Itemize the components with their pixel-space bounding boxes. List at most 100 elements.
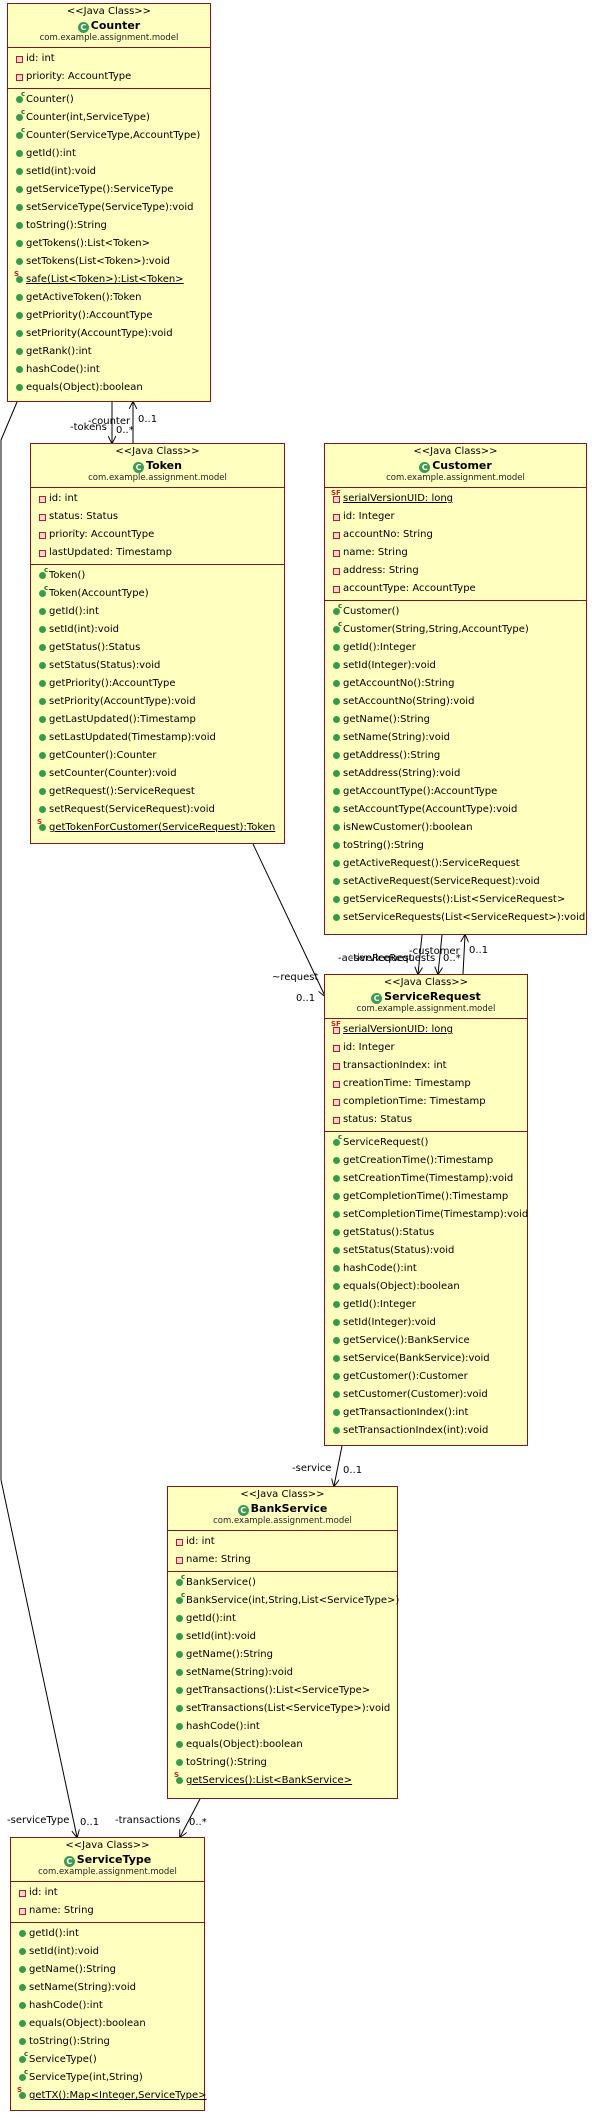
static-badge-icon: S <box>14 270 20 278</box>
method-signature: getService():BankService <box>343 1335 470 1346</box>
method-signature: setId(int):void <box>29 1946 99 1957</box>
method-row: getLastUpdated():Timestamp <box>31 711 284 729</box>
public-visibility-icon <box>19 2020 26 2027</box>
public-visibility-icon <box>333 662 340 669</box>
method-row: setActiveRequest(ServiceRequest):void <box>325 873 586 891</box>
private-visibility-icon <box>333 532 340 539</box>
method-row: getTokens():List<Token> <box>8 235 210 253</box>
public-visibility-icon <box>333 896 340 903</box>
method-signature: getTX():Map<Integer,ServiceType> <box>29 2090 207 2101</box>
counter-multiplicity-label: 0..1 <box>138 414 158 425</box>
public-visibility-icon <box>39 824 46 831</box>
transactions-role-label: -transactions <box>115 1815 181 1826</box>
method-row: getStatus():Status <box>325 1224 527 1242</box>
edge-customer-request-1 <box>418 934 422 974</box>
method-signature: getCounter():Counter <box>49 750 157 761</box>
method-row: setServiceRequests(List<ServiceRequest>)… <box>325 909 586 927</box>
private-visibility-icon <box>333 1081 340 1088</box>
public-visibility-icon <box>333 806 340 813</box>
method-row: toString():String <box>325 837 586 855</box>
package-name: com.example.assignment.model <box>213 1516 352 1526</box>
constructor-badge-icon: c <box>21 90 26 98</box>
public-visibility-icon <box>16 150 23 157</box>
public-visibility-icon <box>176 1633 183 1640</box>
counter-role-label: -counter <box>88 416 131 427</box>
class-name: Token <box>146 459 182 472</box>
public-visibility-icon <box>39 680 46 687</box>
private-visibility-icon <box>39 496 46 503</box>
field-row: transactionIndex: int <box>325 1057 527 1075</box>
method-signature: getCustomer():Customer <box>343 1371 468 1382</box>
tokens-role-label: -tokens <box>70 422 107 433</box>
static-badge-icon: SF <box>331 1020 341 1028</box>
method-signature: hashCode():int <box>29 2000 103 2011</box>
public-visibility-icon <box>333 770 340 777</box>
field-signature: id: int <box>26 53 55 64</box>
method-signature: getId():Integer <box>343 1299 416 1310</box>
field-row: status: Status <box>31 508 284 526</box>
class-icon: C <box>77 22 89 33</box>
public-visibility-icon <box>333 1427 340 1434</box>
public-visibility-icon <box>333 788 340 795</box>
method-row: setName(String):void <box>325 729 586 747</box>
field-row: id: Integer <box>325 1039 527 1057</box>
public-visibility-icon <box>333 608 340 615</box>
public-visibility-icon <box>16 330 23 337</box>
constructor-badge-icon: c <box>181 1573 186 1581</box>
field-signature: accountType: AccountType <box>343 583 476 594</box>
private-visibility-icon <box>176 1557 183 1564</box>
method-signature: toString():String <box>29 2036 110 2047</box>
method-row: isNewCustomer():boolean <box>325 819 586 837</box>
class-name: BankService <box>250 1502 328 1515</box>
field-signature: status: Status <box>49 511 119 522</box>
customer-role-label: -customer <box>409 946 460 957</box>
service-type-multiplicity-label: 0..1 <box>80 1817 100 1828</box>
method-row: setId(int):void <box>8 163 210 181</box>
method-row: setCompletionTime(Timestamp):void <box>325 1206 528 1224</box>
private-visibility-icon <box>16 74 23 81</box>
method-signature: setCreationTime(Timestamp):void <box>343 1173 514 1184</box>
constructor-badge-icon: c <box>44 584 49 592</box>
method-signature: setTokens(List<Token>):void <box>26 256 170 267</box>
method-signature: setRequest(ServiceRequest):void <box>49 804 215 815</box>
method-signature: setAccountNo(String):void <box>343 696 475 707</box>
field-row: creationTime: Timestamp <box>325 1075 527 1093</box>
method-row: setCounter(Counter):void <box>31 765 284 783</box>
field-signature: name: String <box>29 1905 94 1916</box>
class-icon: C <box>371 993 383 1004</box>
field-row: accountType: AccountType <box>325 580 586 598</box>
field-row: id: int <box>8 50 210 68</box>
public-visibility-icon <box>39 572 46 579</box>
public-visibility-icon <box>19 2038 26 2045</box>
field-row: lastUpdated: Timestamp <box>31 544 284 562</box>
public-visibility-icon <box>333 1409 340 1416</box>
private-visibility-icon <box>333 1063 340 1070</box>
method-signature: getId():int <box>29 1928 79 1939</box>
method-row: setStatus(Status):void <box>31 657 284 675</box>
public-visibility-icon <box>39 752 46 759</box>
method-signature: ServiceRequest() <box>343 1137 429 1148</box>
method-signature: getCompletionTime():Timestamp <box>343 1191 509 1202</box>
method-row: getCompletionTime():Timestamp <box>325 1188 527 1206</box>
method-row: getService():BankService <box>325 1332 527 1350</box>
method-row: getName():String <box>11 1961 204 1979</box>
method-row: setId(Integer):void <box>325 1314 527 1332</box>
constructor-badge-icon: c <box>21 126 26 134</box>
method-signature: hashCode():int <box>186 1721 260 1732</box>
stereotype-label: <<Java Class>> <box>65 1840 150 1851</box>
